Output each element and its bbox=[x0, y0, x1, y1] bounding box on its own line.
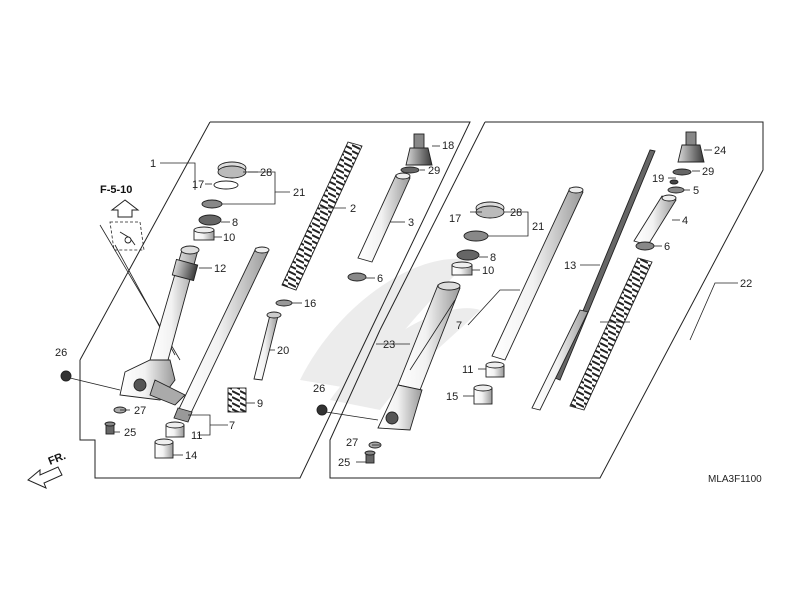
part-bushing-11-left bbox=[165, 421, 185, 438]
part-seal-21 bbox=[201, 199, 223, 209]
reference-label: F-5-10 bbox=[100, 184, 132, 196]
part-cap-28-right bbox=[475, 201, 505, 219]
callout-26-right: 26 bbox=[313, 383, 325, 395]
callout-8-left: 8 bbox=[232, 217, 238, 229]
callout-6-left: 6 bbox=[377, 273, 383, 285]
callout-12: 12 bbox=[214, 263, 226, 275]
part-bolt-25-right bbox=[364, 450, 376, 464]
part-collar-6-left bbox=[347, 272, 367, 282]
part-washer-5 bbox=[667, 186, 685, 194]
callout-25-right: 25 bbox=[338, 457, 350, 469]
callout-29-left: 29 bbox=[428, 165, 440, 177]
callout-17-left: 17 bbox=[192, 179, 204, 191]
callout-15: 15 bbox=[446, 391, 458, 403]
callout-10-left: 10 bbox=[223, 232, 235, 244]
left-assembly-frame bbox=[79, 121, 471, 479]
callout-25-left: 25 bbox=[124, 427, 136, 439]
brand-watermark bbox=[300, 258, 480, 410]
callout-4: 4 bbox=[682, 215, 688, 227]
callout-20: 20 bbox=[277, 345, 289, 357]
callout-19: 19 bbox=[652, 173, 664, 185]
part-collar-15 bbox=[473, 384, 493, 405]
part-bolt-25-left bbox=[104, 421, 116, 435]
callout-17-right: 17 bbox=[449, 213, 461, 225]
part-tube-4 bbox=[633, 194, 677, 246]
callout-7-right: 7 bbox=[456, 320, 462, 332]
part-spring-right bbox=[569, 257, 653, 411]
part-fork-pipe-right bbox=[491, 186, 584, 361]
part-seal-21-right bbox=[463, 230, 489, 242]
part-bolt-26-left bbox=[60, 370, 121, 391]
part-bolt-26-right bbox=[316, 404, 379, 421]
callout-11-right: 11 bbox=[462, 364, 473, 376]
callout-27-left: 27 bbox=[134, 405, 146, 417]
part-oring-29-left bbox=[400, 166, 420, 174]
part-tube-3 bbox=[357, 172, 411, 263]
part-spring-left bbox=[281, 141, 363, 291]
part-damper-rod-20 bbox=[253, 311, 282, 381]
part-bushing-11-right bbox=[485, 361, 505, 378]
part-outer-tube bbox=[119, 245, 200, 406]
callout-10-right: 10 bbox=[482, 265, 494, 277]
callout-5: 5 bbox=[693, 185, 699, 197]
leader-lines bbox=[114, 145, 712, 463]
front-arrow-icon bbox=[27, 466, 63, 489]
callout-28-left: 28 bbox=[260, 167, 272, 179]
up-arrow-icon bbox=[110, 199, 140, 218]
part-damper-13 bbox=[531, 149, 656, 411]
part-bushing-10 bbox=[193, 226, 215, 241]
callout-22: 22 bbox=[740, 278, 752, 290]
part-collar-6-right bbox=[635, 241, 655, 251]
callout-14: 14 bbox=[185, 450, 197, 462]
callout-16: 16 bbox=[304, 298, 316, 310]
callout-24: 24 bbox=[714, 145, 726, 157]
part-bushing-10-right bbox=[451, 261, 473, 276]
callout-13: 13 bbox=[564, 260, 576, 272]
callout-1: 1 bbox=[150, 158, 156, 170]
part-seal-8 bbox=[198, 214, 222, 226]
callout-18: 18 bbox=[442, 140, 454, 152]
reference-callout: F-5-10 bbox=[99, 184, 181, 361]
part-cap-bolt-24 bbox=[677, 131, 705, 163]
part-lock-14 bbox=[154, 438, 174, 459]
callout-26-left: 26 bbox=[55, 347, 67, 359]
callout-9: 9 bbox=[257, 398, 263, 410]
part-ring-16 bbox=[275, 299, 293, 307]
callout-6-right: 6 bbox=[664, 241, 670, 253]
part-cap-28 bbox=[217, 161, 247, 179]
callout-7-left: 7 bbox=[229, 420, 235, 432]
callout-29-right: 29 bbox=[702, 166, 714, 178]
part-clip-17 bbox=[213, 180, 239, 190]
front-direction-indicator: FR. bbox=[27, 450, 68, 489]
callout-3: 3 bbox=[408, 217, 414, 229]
callout-21-right: 21 bbox=[532, 221, 544, 233]
front-label: FR. bbox=[47, 450, 68, 468]
callout-23: 23 bbox=[383, 339, 395, 351]
part-cap-bolt-18 bbox=[405, 133, 433, 166]
part-oring-29-right bbox=[672, 168, 692, 176]
callout-21-left: 21 bbox=[293, 187, 305, 199]
right-assembly-frame bbox=[329, 121, 764, 479]
part-oring-19 bbox=[669, 179, 679, 185]
part-outer-tube-right bbox=[377, 281, 461, 431]
callout-labels: 1 2 3 4 5 6 6 7 7 8 8 9 10 10 11 11 12 1… bbox=[55, 140, 752, 469]
callout-8-right: 8 bbox=[490, 252, 496, 264]
callout-11-left: 11 bbox=[191, 430, 202, 442]
callout-28-right: 28 bbox=[510, 207, 522, 219]
callout-27-right: 27 bbox=[346, 437, 358, 449]
part-rebound-spring-9 bbox=[227, 387, 247, 413]
diagram-code: MLA3F1100 bbox=[708, 474, 762, 485]
part-seal-8-right bbox=[456, 249, 480, 261]
callout-2-left: 2 bbox=[350, 203, 356, 215]
